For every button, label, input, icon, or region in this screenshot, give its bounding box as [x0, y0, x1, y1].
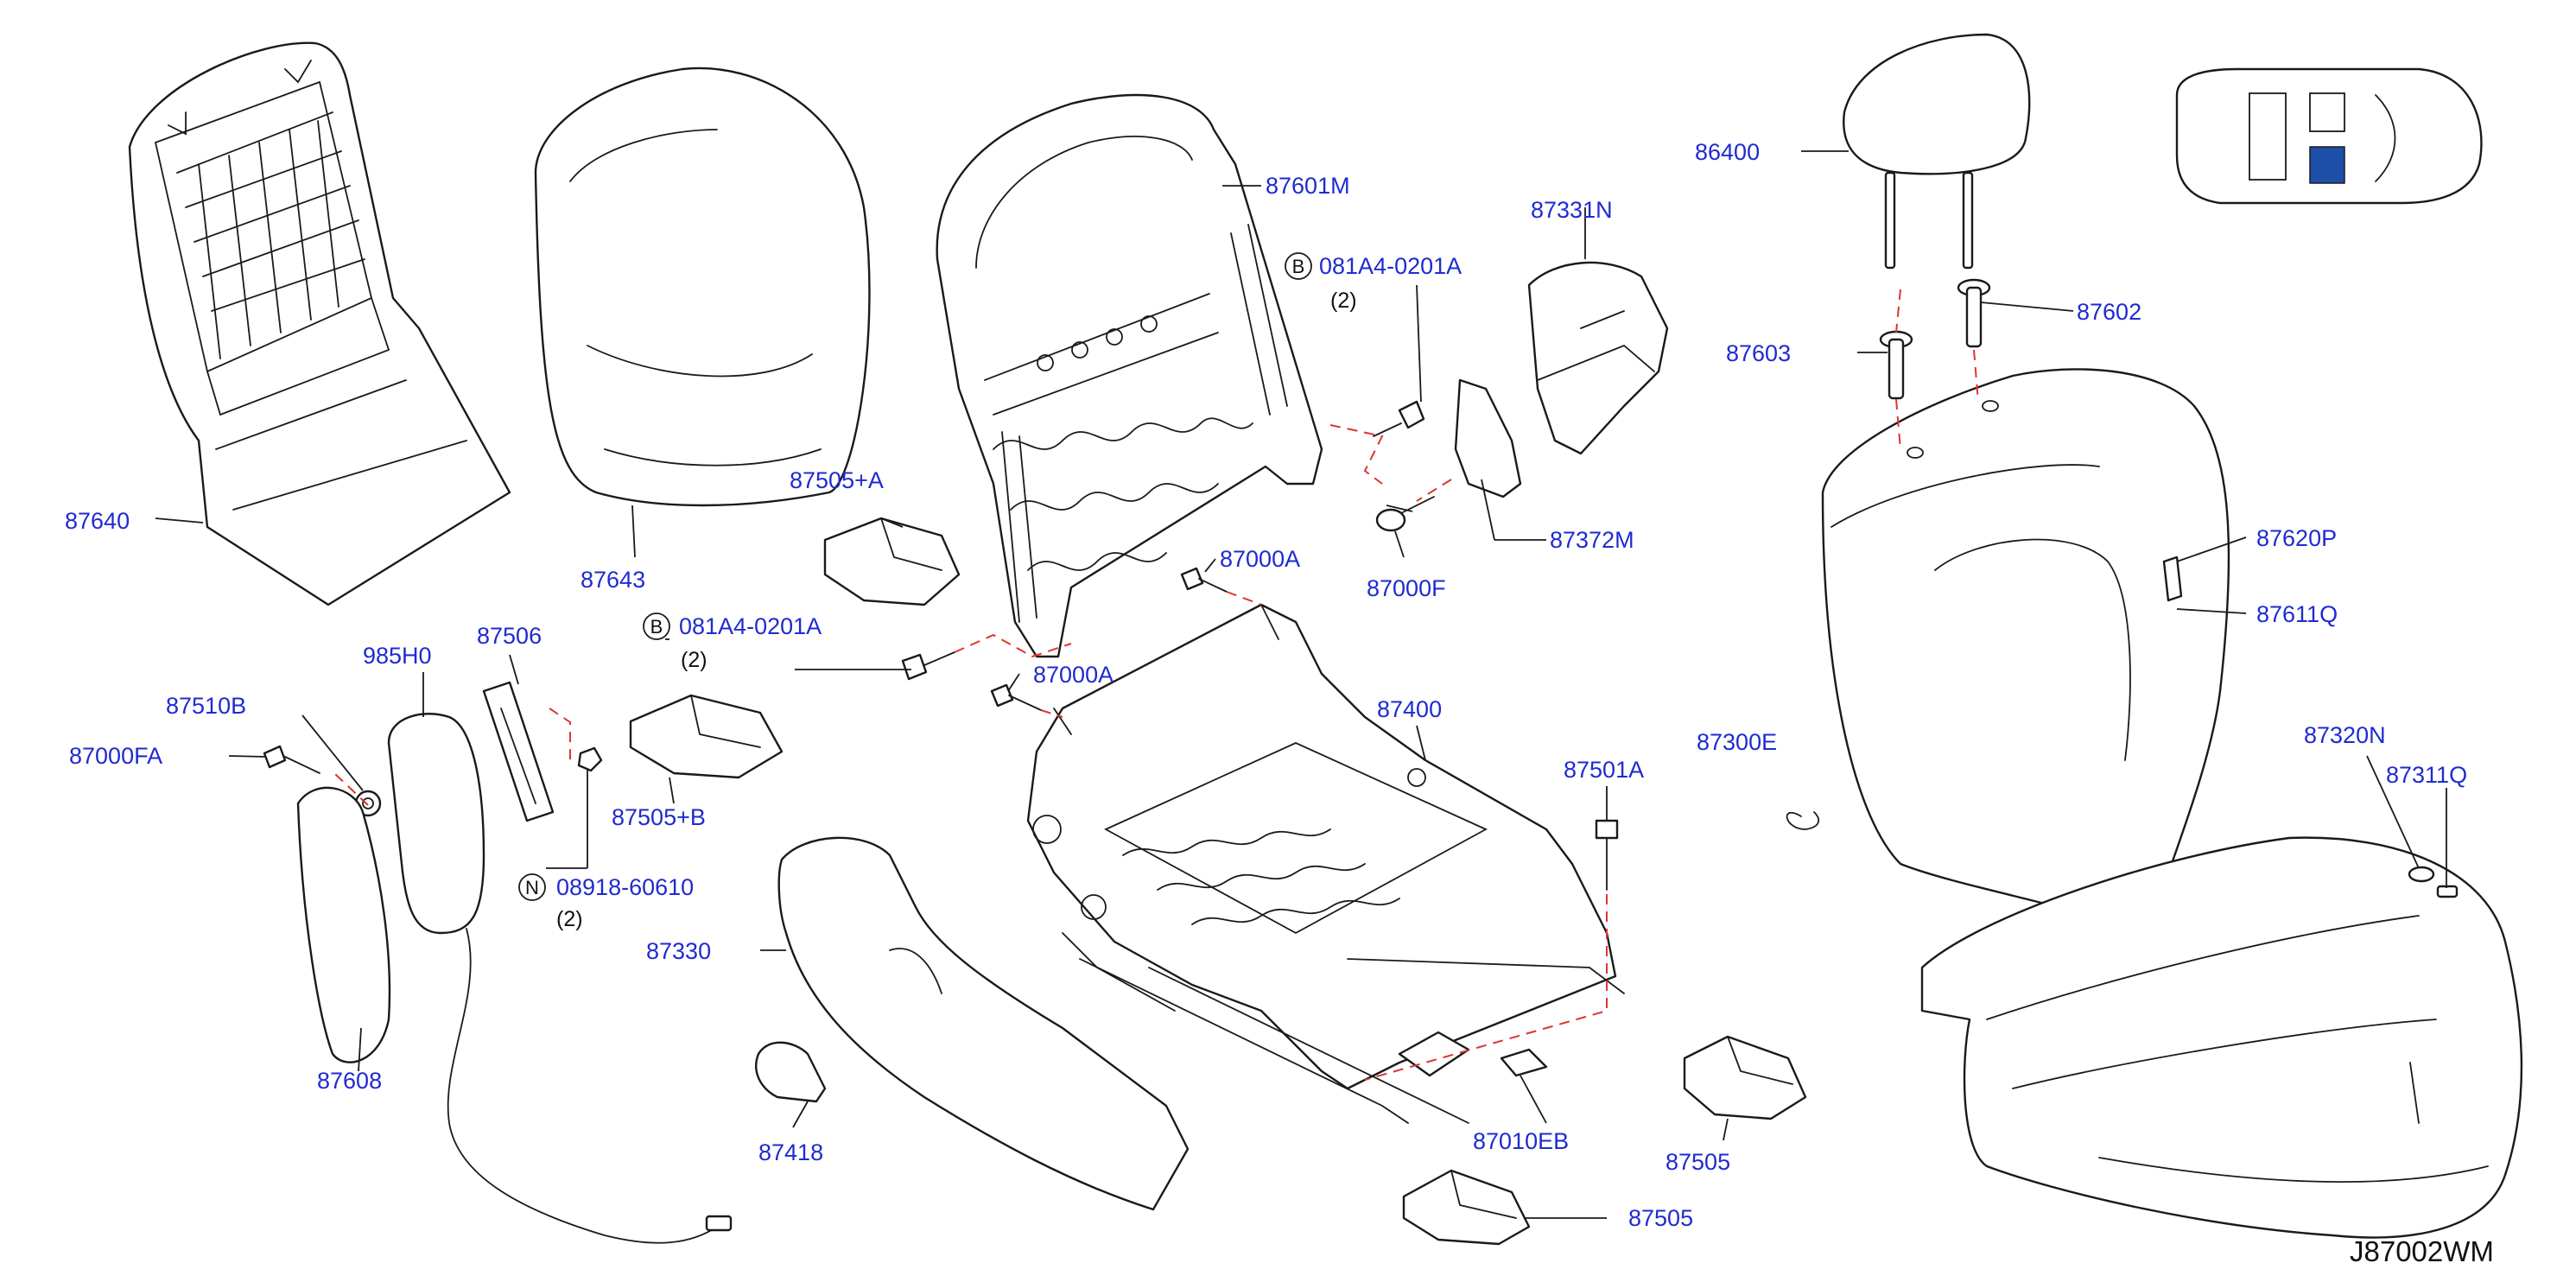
label-87000A-lower: 87000A	[1033, 662, 1114, 688]
cover-87372M	[1454, 378, 1522, 498]
hook-87300E	[1786, 811, 1820, 830]
bracket-87506	[482, 681, 555, 822]
headrest-86400	[1843, 33, 2031, 270]
leader-lines	[155, 150, 2447, 1219]
label-87000A-upper: 87000A	[1220, 546, 1300, 572]
label-87643: 87643	[581, 567, 645, 593]
seatback-frame-87601M	[936, 93, 1323, 658]
label-87501A: 87501A	[1564, 757, 1644, 783]
cover-87505-right	[1683, 1035, 1807, 1120]
label-87601M: 87601M	[1266, 173, 1350, 199]
label-87311Q: 87311Q	[2386, 762, 2467, 788]
finisher-87331N	[1527, 261, 1669, 455]
label-87505+B: 87505+B	[612, 804, 706, 830]
label-87611Q: 87611Q	[2256, 601, 2338, 627]
callout-letter-b: B	[1292, 256, 1305, 277]
bolt-87501A	[1595, 819, 1619, 891]
side-airbag-985H0	[387, 713, 733, 1244]
label-87000FA: 87000FA	[69, 743, 162, 769]
bolt-b-right	[1373, 400, 1425, 437]
label-985H0: 985H0	[363, 643, 432, 669]
label-87603: 87603	[1726, 340, 1791, 366]
label-87505+A: 87505+A	[790, 467, 884, 493]
label-87620P: 87620P	[2256, 525, 2337, 551]
label-87320N: 87320N	[2304, 722, 2386, 748]
callout-bolt-b-right: B 081A4-0201A (2)	[1285, 252, 1462, 313]
cover-87505-bottom	[1402, 1169, 1531, 1246]
clip-87620P	[2162, 555, 2183, 602]
side-finisher-87330	[777, 836, 1190, 1211]
seatback-pad-87643	[534, 67, 871, 507]
retainer-87311Q	[2436, 885, 2459, 898]
label-86400: 86400	[1695, 139, 1760, 165]
label-87602: 87602	[2077, 299, 2141, 325]
clip-87010EB	[1500, 1048, 1548, 1077]
bolt-87000A-lower	[990, 683, 1042, 711]
headrest-guide-87603	[1879, 330, 1913, 400]
vehicle-seat-locator	[2175, 67, 2483, 205]
callout-part-08918-60610: 08918-60610	[556, 874, 694, 900]
label-87608: 87608	[317, 1068, 382, 1094]
seatback-trim-cover	[1821, 368, 2230, 917]
finisher-87608	[296, 786, 391, 1063]
knob-87418	[755, 1041, 827, 1103]
callout-qty: (2)	[556, 907, 583, 931]
seat-cushion-trim	[1920, 836, 2523, 1239]
label-87640: 87640	[65, 508, 130, 534]
cover-87505+A	[823, 517, 961, 606]
callout-qty: (2)	[681, 648, 707, 672]
diagram-code: J87002WM	[2350, 1235, 2494, 1267]
headrest-guide-87602	[1957, 278, 1991, 348]
label-87505-bottom: 87505	[1628, 1205, 1693, 1231]
label-87010EB: 87010EB	[1473, 1128, 1569, 1154]
bolt-87000A-upper	[1180, 567, 1228, 593]
callout-qty: (2)	[1330, 289, 1357, 313]
label-87372M: 87372M	[1550, 527, 1634, 553]
label-87505-right: 87505	[1666, 1149, 1730, 1175]
nut-n	[577, 746, 603, 772]
callout-part-081A4-0201A: 081A4-0201A	[679, 613, 822, 639]
callout-nut-n: N 08918-60610 (2)	[518, 873, 694, 931]
callout-part-081A4-0201A: 081A4-0201A	[1319, 253, 1462, 279]
assembly-axes	[334, 289, 1979, 1081]
seat-frame-87400	[1026, 603, 1625, 1124]
label-87300E: 87300E	[1697, 729, 1777, 755]
label-87400: 87400	[1377, 696, 1442, 722]
label-87331N: 87331N	[1531, 197, 1613, 223]
bolt-b-left	[901, 651, 955, 681]
retainer-87320N	[2408, 866, 2435, 883]
callout-bolt-b-left: B 081A4-0201A (2)	[643, 612, 822, 672]
label-87418: 87418	[758, 1139, 823, 1165]
bolt-87000FA	[263, 745, 320, 774]
callout-letter-n: N	[525, 877, 539, 898]
callout-letter-b: B	[650, 616, 663, 638]
bolt-87000F	[1375, 496, 1435, 532]
highlighted-seat-front-right	[2309, 146, 2345, 184]
seatback-board-87640	[128, 41, 511, 606]
label-87330: 87330	[646, 938, 711, 964]
label-87510B: 87510B	[166, 693, 246, 719]
label-87506: 87506	[477, 623, 542, 649]
cover-87505+B	[629, 694, 784, 779]
label-87000F: 87000F	[1367, 575, 1446, 601]
